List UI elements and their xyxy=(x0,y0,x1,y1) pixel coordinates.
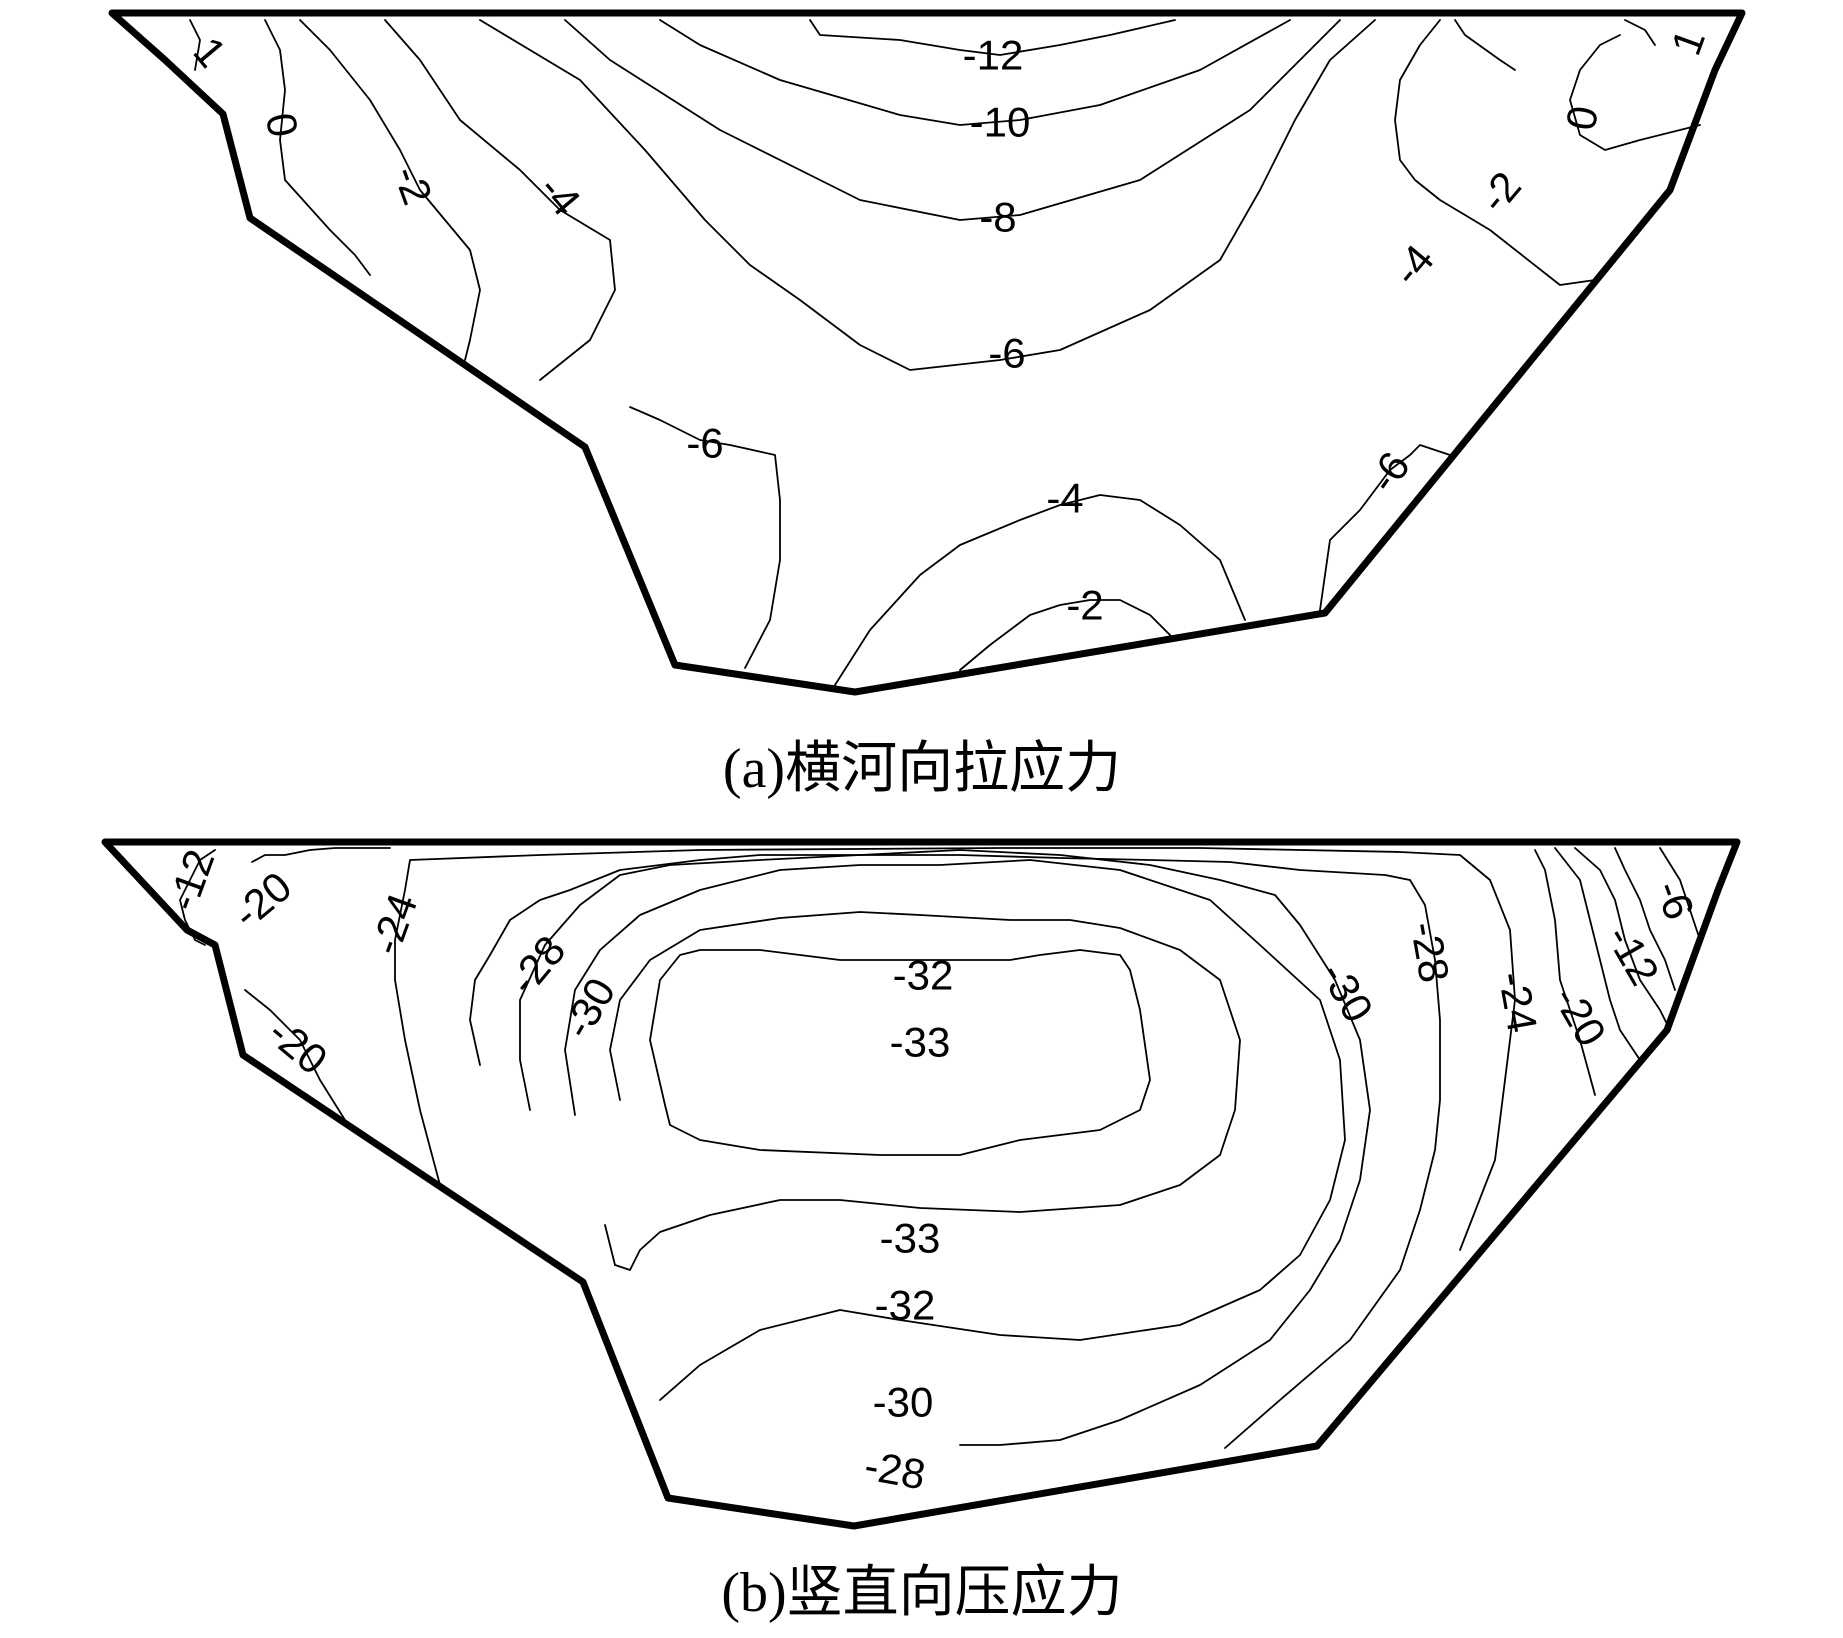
contour-label: -8 xyxy=(979,194,1016,241)
contour-label: -24 xyxy=(1490,968,1547,1036)
contour-label: -12 xyxy=(963,32,1024,79)
contour-line xyxy=(564,19,1341,221)
contour-label: -33 xyxy=(880,1215,941,1262)
panel-b-caption: (b)竖直向压应力 xyxy=(721,1562,1122,1624)
panel-a-caption: (a)横河向拉应力 xyxy=(723,738,1121,800)
contour-line xyxy=(384,19,616,381)
contour-label: -32 xyxy=(893,952,954,999)
contour-label: -28 xyxy=(1402,918,1459,986)
contour-label: -32 xyxy=(875,1282,936,1329)
contour-line xyxy=(1319,444,1451,611)
contour-line xyxy=(834,494,1246,686)
contour-line xyxy=(1569,34,1701,151)
contour-label: 0 xyxy=(257,109,307,140)
contour-label: -20 xyxy=(224,862,301,937)
contour-label: 1 xyxy=(1662,23,1714,61)
contour-line xyxy=(809,19,1176,56)
panel-b-section-outline xyxy=(101,838,1741,1530)
contour-label: -4 xyxy=(530,166,590,225)
contour-line xyxy=(244,989,346,1121)
contour-label: -28 xyxy=(499,927,574,1004)
contour-line xyxy=(519,849,1371,1446)
contour-label: -33 xyxy=(890,1019,951,1066)
contour-line xyxy=(251,847,391,863)
contour-label: -10 xyxy=(970,99,1031,146)
contour-line xyxy=(1394,19,1596,286)
contour-line xyxy=(1454,19,1516,71)
contour-label: -24 xyxy=(362,887,427,960)
contour-label: -6 xyxy=(1359,443,1419,501)
contour-label: -4 xyxy=(1046,475,1083,522)
contour-line xyxy=(1624,19,1656,46)
panel-b-contour-labels: -12 -20 -24 -28 -30 -32 -33 -33 -32 -30 … xyxy=(159,843,1704,1498)
contour-label: -6 xyxy=(686,420,723,467)
contour-label: -20 xyxy=(1544,978,1615,1054)
contour-label: -28 xyxy=(861,1442,929,1499)
contour-line xyxy=(1659,847,1701,941)
contour-line xyxy=(299,19,481,361)
contour-label: -12 xyxy=(1597,917,1668,993)
contour-line xyxy=(179,849,216,946)
contour-line xyxy=(649,949,1151,1156)
contour-line xyxy=(659,19,1291,126)
contour-line xyxy=(1574,847,1671,1031)
contour-line xyxy=(469,854,1441,1449)
contour-line xyxy=(564,859,1346,1401)
contour-line xyxy=(959,599,1176,671)
contour-line xyxy=(189,19,201,71)
contour-line xyxy=(394,847,1516,1251)
panel-a-contours xyxy=(189,19,1701,686)
contour-line xyxy=(264,19,371,276)
contour-label: -2 xyxy=(1470,163,1530,222)
panel-b: -12 -20 -24 -28 -30 -32 -33 -33 -32 -30 … xyxy=(101,838,1741,1624)
contour-label: 0 xyxy=(1557,102,1607,133)
contour-label: -6 xyxy=(1647,874,1704,925)
contour-line xyxy=(604,911,1241,1271)
contour-line xyxy=(629,406,781,669)
contour-line xyxy=(1554,847,1641,1061)
panel-b-contours xyxy=(179,847,1701,1449)
contour-label: -30 xyxy=(1311,954,1382,1030)
contour-label: -4 xyxy=(1383,236,1443,295)
panel-a-section-outline xyxy=(108,9,1746,696)
panel-a: -12 -10 -8 -6 -4 -2 0 1 -6 -4 -2 0 1 -2 … xyxy=(108,9,1746,800)
contour-label: 1 xyxy=(184,28,235,76)
contour-line xyxy=(1534,849,1596,1096)
contour-label: -6 xyxy=(988,330,1025,377)
contour-line xyxy=(479,19,1376,371)
panel-a-contour-labels: -12 -10 -8 -6 -4 -2 0 1 -6 -4 -2 0 1 -2 … xyxy=(184,23,1714,629)
contour-label: -30 xyxy=(873,1379,934,1426)
contour-line xyxy=(1614,847,1676,991)
contour-label: -2 xyxy=(385,159,442,210)
contour-label: -2 xyxy=(1066,582,1103,629)
